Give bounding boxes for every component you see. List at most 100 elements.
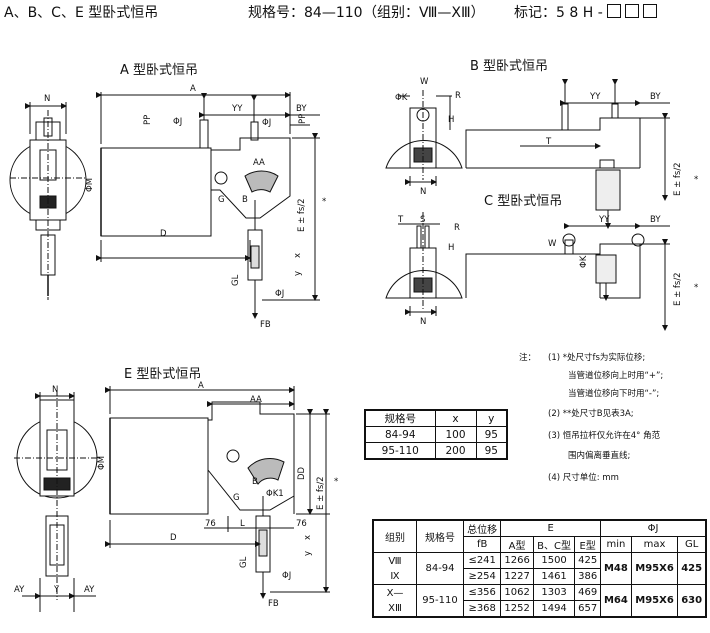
mark-box-3: [642, 4, 657, 18]
xy-cell: 95-110: [364, 442, 436, 460]
dim-e-76-right: 76: [296, 519, 307, 529]
dim-b-r: R: [455, 91, 461, 101]
sub-e-type: E型: [574, 536, 601, 553]
view-a-end: [9, 102, 87, 300]
mark-box-1: [606, 4, 621, 18]
table-row: Ⅷ Ⅸ 84-94 ≤241 1266 1500 425 M48 M95X6 4…: [372, 552, 707, 585]
dim-c-w: W: [548, 239, 557, 249]
dim-c-r: R: [454, 223, 460, 233]
cell-bc: 1494: [532, 600, 576, 618]
cell-min: M64: [600, 584, 632, 618]
xy-cell: 200: [434, 442, 477, 460]
e-j-table: 组别 规格号 总位移 E ΦJ fB A型 B、C型 E型 min max GL…: [372, 519, 707, 618]
dim-e-ay-left: AY: [14, 585, 25, 595]
dim-c-n: N: [420, 317, 426, 327]
note-3a: 围内偏离垂直线;: [568, 451, 631, 461]
dim-e-x: x: [303, 535, 313, 540]
dim-a-x: x: [293, 253, 303, 258]
dim-e-y-mid: Y: [53, 585, 60, 595]
cell-min: M48: [600, 552, 632, 585]
dim-c-h: H: [448, 243, 454, 253]
table-header-row: 组别 规格号 总位移 E ΦJ: [372, 519, 707, 553]
spec-95-110: 95-110: [416, 584, 464, 618]
dim-e-phij: ΦJ: [282, 571, 291, 581]
dim-e-n: N: [52, 385, 58, 395]
dim-b-star: *: [694, 175, 698, 185]
xy-cell: 100: [434, 426, 477, 443]
dim-e-g: G: [233, 493, 240, 503]
dim-b-h: H: [448, 115, 454, 125]
sub-gl: GL: [677, 536, 707, 553]
table-row: Ⅹ— ⅩⅢ 95-110 ≤356 1062 1303 469 M64 M95X…: [372, 584, 707, 618]
view-a-side: [96, 92, 320, 319]
view-a-title: A 型卧式恒吊: [120, 63, 198, 78]
dim-e-a: A: [198, 381, 204, 391]
dim-e-d: D: [170, 533, 177, 543]
dim-a-d: D: [160, 229, 167, 239]
dim-e-dd: DD: [297, 466, 307, 480]
dim-a-phij-3: ΦJ: [275, 289, 284, 299]
cell-gl: 630: [677, 584, 707, 618]
table-row: 84-94 100 95: [364, 426, 508, 443]
view-b: [385, 79, 670, 229]
sub-fb: fB: [462, 536, 502, 553]
cell-bc: 1303: [532, 584, 576, 601]
cell-a: 1252: [500, 600, 534, 618]
dim-c-yy: YY: [598, 215, 610, 225]
dim-e-ay-right: AY: [84, 585, 95, 595]
xy-cell: 84-94: [364, 426, 436, 443]
sub-min: min: [600, 536, 632, 553]
dim-b-efs: E ± fs/2: [673, 162, 683, 196]
dim-a-yy: YY: [231, 104, 243, 114]
xy-header-y: y: [475, 409, 508, 427]
dim-a-y: y: [293, 271, 303, 276]
dim-a-g: G: [218, 195, 225, 205]
view-b-title: B 型卧式恒吊: [470, 59, 548, 74]
cell-max: M95X6: [630, 552, 679, 585]
group-10-13: Ⅹ— ⅩⅢ: [372, 584, 417, 618]
dim-e-76-left: 76: [205, 519, 216, 529]
xy-cell: 95: [475, 426, 508, 443]
cell-e: 469: [574, 584, 601, 601]
sub-a-type: A型: [500, 536, 534, 553]
view-e-side: [105, 386, 330, 599]
dim-b-n: N: [420, 187, 426, 197]
cell-e: 386: [574, 568, 601, 585]
cell-e: 425: [574, 552, 601, 569]
sub-max: max: [630, 536, 679, 553]
cell-a: 1266: [500, 552, 534, 569]
dim-a-phij-2: ΦJ: [262, 118, 271, 128]
mark-box-2: [624, 4, 639, 18]
view-c: [385, 212, 670, 331]
dim-c-efs: E ± fs/2: [673, 272, 683, 306]
dim-a-aa: AA: [253, 158, 265, 168]
note-1b: 当管道位移向下时用“-”;: [568, 389, 660, 399]
cell-max: M95X6: [630, 584, 679, 618]
dim-c-t: T: [397, 215, 404, 225]
dim-e-b: B: [252, 477, 258, 487]
header-spec: 规格号: [416, 519, 464, 553]
dim-e-star: *: [334, 477, 338, 487]
note-2: (2) **处尺寸B见表3A;: [548, 409, 634, 419]
dim-c-star: *: [694, 283, 698, 293]
header-displacement: 总位移: [462, 519, 502, 537]
dim-e-phik1: ΦK1: [266, 489, 284, 499]
dim-a-by: BY: [296, 104, 307, 114]
dim-c-s: S: [420, 215, 425, 225]
table-subheader-row: fB A型 B、C型 E型 min max GL: [373, 536, 707, 553]
dim-a-phim: ΦM: [85, 178, 95, 192]
cell-fb: ≥368: [462, 600, 502, 618]
spec-range: 规格号：84—110: [248, 5, 363, 21]
dim-a-pp-left: PP: [143, 115, 153, 125]
xy-cell: 95: [475, 442, 508, 460]
cell-fb: ≤241: [462, 552, 502, 569]
dim-a-fb: FB: [260, 320, 271, 330]
xy-table-header: 规格号 x y: [364, 409, 508, 427]
dim-a-n: N: [44, 94, 50, 104]
dim-e-fb: FB: [268, 599, 279, 609]
dim-e-gl: GL: [239, 556, 249, 568]
xy-header-spec: 规格号: [364, 409, 436, 427]
note-1: (1) *处尺寸fs为实际位移;: [548, 353, 646, 363]
dim-a-b: B: [242, 195, 248, 205]
dim-a-pp-right: PP: [298, 114, 308, 124]
